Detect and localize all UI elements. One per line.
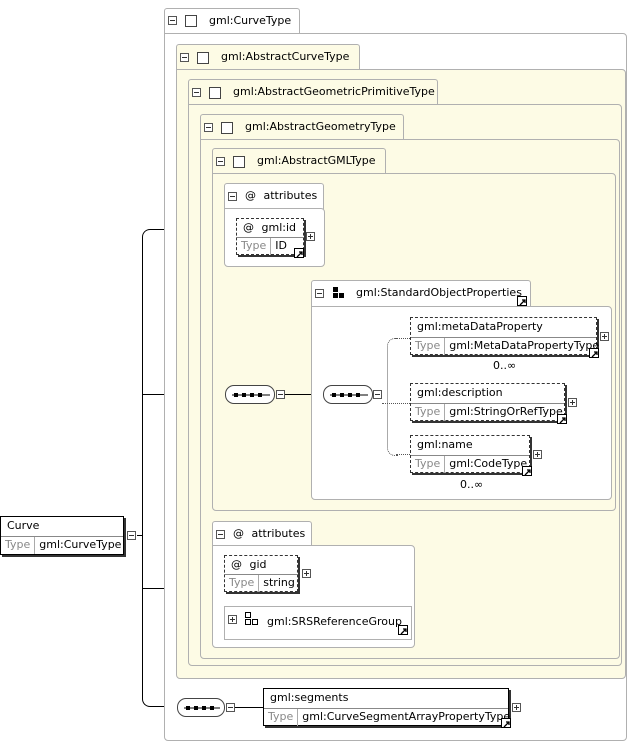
curve-element-name: Curve bbox=[1, 517, 123, 537]
complex-type-icon bbox=[197, 52, 209, 64]
segments-connector bbox=[235, 707, 263, 708]
abstract-geometry-type-tab[interactable]: gml:AbstractGeometryType bbox=[200, 114, 404, 140]
gml-id-attribute[interactable]: @ gml:id Type ID bbox=[236, 218, 304, 255]
curve-type-collapse-toggle[interactable] bbox=[168, 16, 177, 25]
segments-sequence-compositor[interactable] bbox=[177, 698, 225, 717]
abstract-geometric-primitive-type-label: gml:AbstractGeometricPrimitiveType bbox=[233, 85, 435, 98]
meta-data-property-element[interactable]: gml:metaDataProperty Type gml:MetaDataPr… bbox=[410, 317, 599, 355]
connector-root bbox=[137, 535, 143, 536]
curve-type-value: gml:CurveType bbox=[39, 538, 122, 551]
sequence-to-group-line bbox=[285, 394, 323, 395]
abstract-geometric-primitive-type-tab[interactable]: gml:AbstractGeometricPrimitiveType bbox=[188, 79, 438, 105]
meta-data-property-name: gml:metaDataProperty bbox=[411, 318, 596, 338]
standard-object-properties-tab[interactable]: gml:StandardObjectProperties bbox=[311, 280, 531, 306]
complex-type-icon bbox=[221, 122, 233, 134]
segments-type-value: gml:CurveSegmentArrayPropertyType bbox=[302, 710, 511, 723]
gid-type-key: Type bbox=[225, 575, 260, 592]
description-name: gml:description bbox=[411, 384, 564, 404]
segments-type-key: Type bbox=[264, 709, 299, 726]
attribute-icon: @ bbox=[243, 221, 254, 234]
abstract-gml-type-collapse-toggle[interactable] bbox=[216, 157, 225, 166]
outer-attributes-collapse-toggle[interactable] bbox=[216, 530, 225, 539]
abstract-geometry-type-collapse-toggle[interactable] bbox=[204, 123, 213, 132]
gid-attribute[interactable]: @ gid Type string bbox=[224, 555, 298, 592]
gid-name: gid bbox=[249, 558, 267, 571]
name-occurs: 0..∞ bbox=[460, 478, 484, 491]
outer-attributes-label: attributes bbox=[251, 527, 306, 540]
segments-name: gml:segments bbox=[264, 689, 508, 709]
connector-trunk bbox=[142, 229, 152, 707]
inner-sequence-compositor[interactable] bbox=[323, 385, 373, 404]
dotted-to-metadata bbox=[396, 338, 410, 339]
sequence-compositor[interactable] bbox=[225, 385, 275, 404]
dotted-to-name bbox=[396, 454, 410, 455]
abstract-gml-type-label: gml:AbstractGMLType bbox=[257, 154, 376, 167]
inner-attributes-collapse-toggle[interactable] bbox=[228, 192, 237, 201]
description-link-icon[interactable] bbox=[557, 414, 567, 424]
meta-data-property-occurs: 0..∞ bbox=[493, 359, 517, 372]
abstract-curve-type-label: gml:AbstractCurveType bbox=[221, 50, 350, 63]
curve-element[interactable]: Curve Type gml:CurveType bbox=[0, 516, 124, 555]
name-expand-toggle[interactable] bbox=[533, 450, 542, 459]
name-type-value: gml:CodeType bbox=[449, 457, 528, 470]
standard-object-properties-link-icon[interactable] bbox=[517, 296, 527, 306]
complex-type-icon bbox=[185, 15, 197, 27]
attribute-group-icon bbox=[245, 612, 259, 626]
gml-id-link-icon[interactable] bbox=[294, 248, 304, 258]
gid-type-value: string bbox=[263, 576, 295, 589]
dotted-to-description bbox=[382, 403, 410, 404]
name-element-name: gml:name bbox=[411, 436, 529, 456]
complex-type-icon bbox=[209, 87, 221, 99]
abstract-geometric-primitive-type-collapse-toggle[interactable] bbox=[192, 88, 201, 97]
gml-id-name: gml:id bbox=[261, 221, 297, 234]
name-link-icon[interactable] bbox=[522, 466, 532, 476]
abstract-geometry-type-label: gml:AbstractGeometryType bbox=[245, 120, 396, 133]
standard-object-properties-collapse-toggle[interactable] bbox=[315, 289, 324, 298]
outer-attributes-tab[interactable]: @ attributes bbox=[212, 521, 312, 547]
meta-data-property-expand-toggle[interactable] bbox=[600, 332, 609, 341]
meta-data-property-type-value: gml:MetaDataPropertyType bbox=[449, 339, 600, 352]
attribute-icon: @ bbox=[231, 558, 242, 571]
srs-reference-group-expand-toggle[interactable] bbox=[228, 615, 237, 624]
srs-reference-group-link-icon[interactable] bbox=[398, 625, 408, 635]
segments-sequence-collapse-toggle[interactable] bbox=[226, 703, 235, 712]
meta-data-property-type-key: Type bbox=[411, 338, 446, 355]
gid-expand-toggle[interactable] bbox=[302, 569, 311, 578]
inner-attributes-label: attributes bbox=[263, 189, 318, 202]
group-icon bbox=[333, 287, 345, 299]
inner-attributes-tab[interactable]: @ attributes bbox=[224, 183, 324, 209]
segments-element[interactable]: gml:segments Type gml:CurveSegmentArrayP… bbox=[263, 688, 510, 726]
description-expand-toggle[interactable] bbox=[568, 398, 577, 407]
sequence-collapse-toggle[interactable] bbox=[276, 390, 285, 399]
abstract-curve-type-collapse-toggle[interactable] bbox=[180, 53, 189, 62]
description-element[interactable]: gml:description Type gml:StringOrRefType bbox=[410, 383, 565, 421]
attribute-icon: @ bbox=[245, 189, 256, 202]
name-element[interactable]: gml:name Type gml:CodeType bbox=[410, 435, 530, 473]
curve-collapse-toggle[interactable] bbox=[127, 531, 136, 540]
gml-id-expand-toggle[interactable] bbox=[306, 232, 315, 241]
gml-id-type-key: Type bbox=[237, 238, 272, 255]
segments-link-icon[interactable] bbox=[501, 718, 511, 728]
srs-reference-group[interactable]: gml:SRSReferenceGroup bbox=[224, 606, 412, 640]
complex-type-icon bbox=[233, 156, 245, 168]
description-type-value: gml:StringOrRefType bbox=[449, 405, 563, 418]
segments-expand-toggle[interactable] bbox=[512, 703, 521, 712]
curve-type-label: gml:CurveType bbox=[209, 14, 292, 27]
curve-type-key: Type bbox=[1, 537, 36, 554]
gml-id-type-value: ID bbox=[275, 239, 287, 252]
name-type-key: Type bbox=[411, 456, 446, 473]
srs-reference-group-label: gml:SRSReferenceGroup bbox=[267, 615, 402, 628]
dotted-trunk bbox=[387, 338, 398, 456]
attribute-icon: @ bbox=[233, 527, 244, 540]
inner-sequence-collapse-toggle[interactable] bbox=[373, 390, 382, 399]
description-type-key: Type bbox=[411, 404, 446, 421]
meta-data-property-link-icon[interactable] bbox=[589, 348, 599, 358]
standard-object-properties-label: gml:StandardObjectProperties bbox=[356, 286, 522, 299]
